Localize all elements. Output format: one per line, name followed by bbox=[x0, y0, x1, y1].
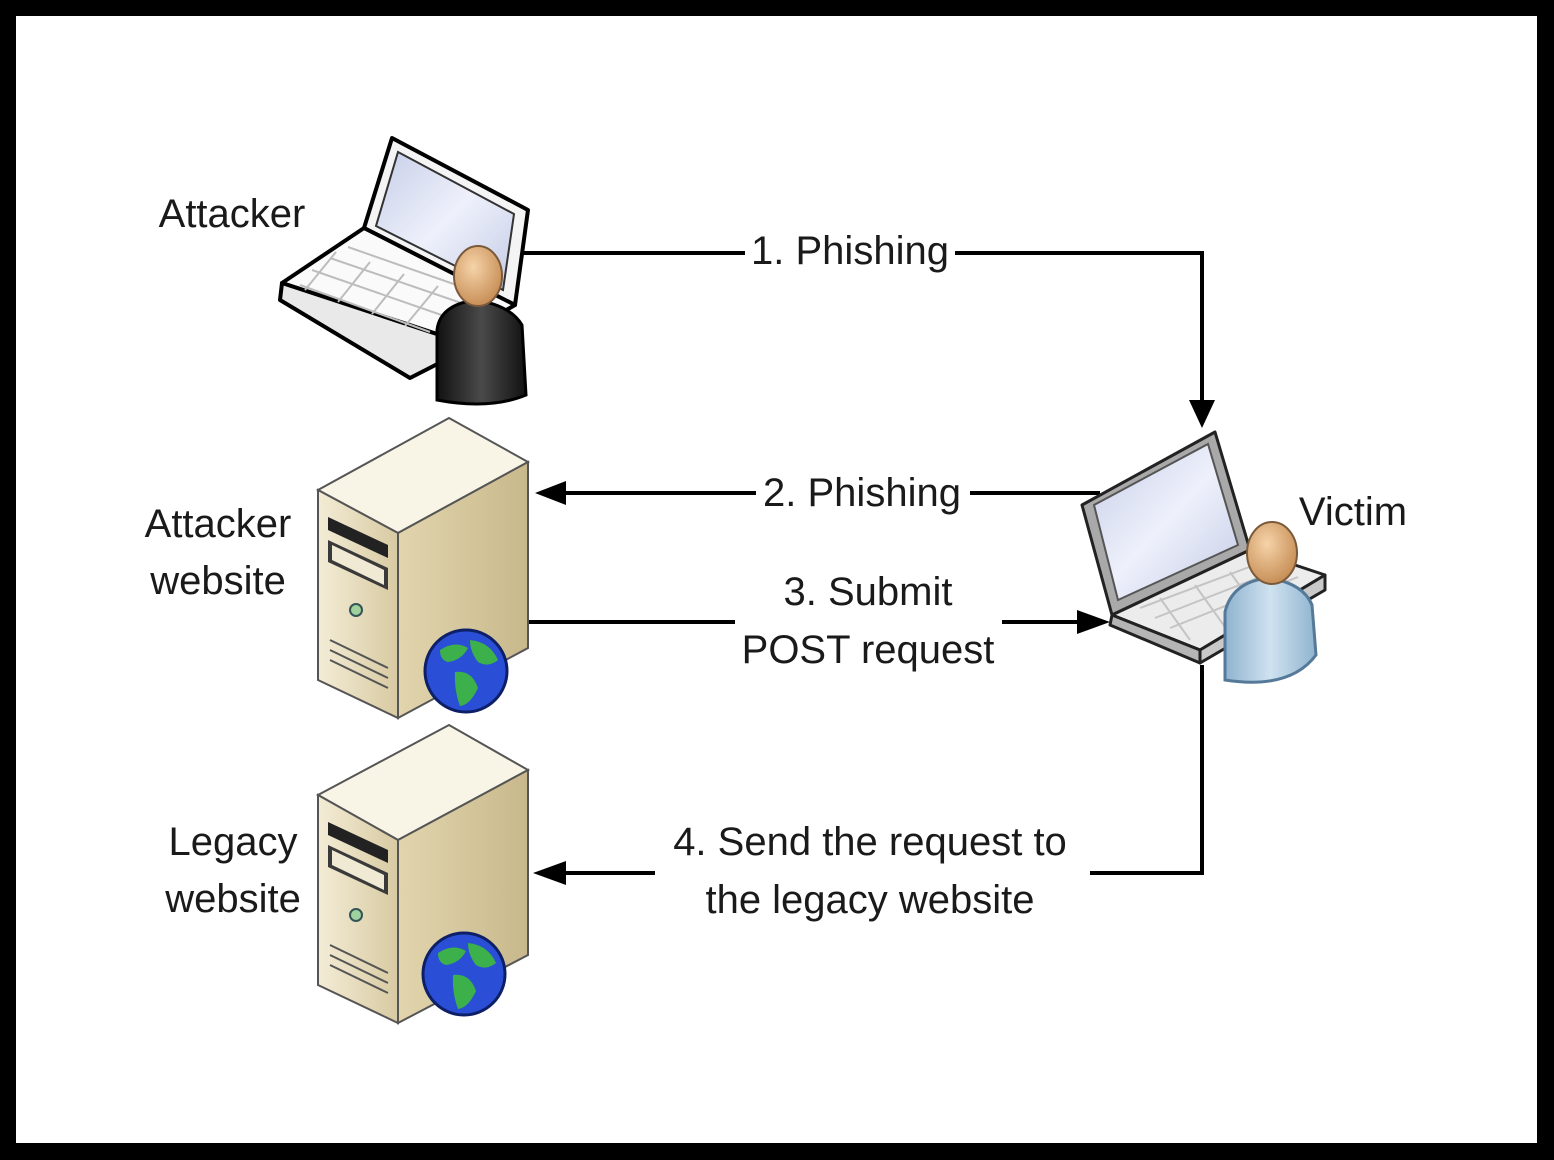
edge-4-label-line2: the legacy website bbox=[705, 878, 1034, 922]
edge-3-submit: 3. Submit POST request bbox=[528, 570, 1110, 672]
legacy-website-label-line2: website bbox=[164, 877, 301, 921]
edge-4-line-right bbox=[1090, 665, 1204, 875]
edge-3-label-line1: 3. Submit bbox=[784, 570, 953, 614]
web-server-icon bbox=[315, 416, 531, 720]
node-attacker: Attacker bbox=[159, 136, 530, 406]
laptop-user-icon bbox=[1080, 430, 1327, 684]
edge-4-label-line1: 4. Send the request to bbox=[673, 820, 1067, 864]
edge-2-phishing: 2. Phishing bbox=[535, 465, 1100, 523]
edge-3-arrowhead bbox=[1077, 610, 1110, 634]
edge-1-phishing: 1. Phishing bbox=[515, 222, 1215, 428]
node-attacker-website: Attacker website bbox=[145, 416, 531, 720]
edge-1-label: 1. Phishing bbox=[751, 229, 949, 273]
edge-1-label-bg bbox=[745, 222, 955, 280]
web-server-icon bbox=[315, 723, 531, 1025]
edge-1-line bbox=[515, 251, 1204, 405]
node-legacy-website: Legacy website bbox=[164, 723, 531, 1025]
edge-3-label-line2: POST request bbox=[742, 628, 995, 672]
attacker-label: Attacker bbox=[159, 192, 306, 236]
edge-4-arrowhead bbox=[533, 861, 566, 885]
legacy-website-label-line1: Legacy bbox=[169, 820, 298, 864]
laptop-user-icon bbox=[278, 136, 530, 406]
edge-2-arrowhead bbox=[535, 481, 566, 505]
edge-2-label-bg bbox=[756, 465, 970, 523]
victim-label: Victim bbox=[1299, 490, 1407, 534]
edge-1-arrowhead bbox=[1189, 400, 1215, 428]
globe-icon bbox=[421, 931, 507, 1017]
globe-icon bbox=[423, 628, 509, 714]
node-victim: Victim bbox=[1080, 430, 1407, 684]
edge-2-label: 2. Phishing bbox=[763, 471, 961, 515]
attacker-website-label-line2: website bbox=[149, 559, 286, 603]
attacker-website-label-line1: Attacker bbox=[145, 502, 292, 546]
edge-4-send-request: 4. Send the request to the legacy websit… bbox=[533, 665, 1204, 922]
